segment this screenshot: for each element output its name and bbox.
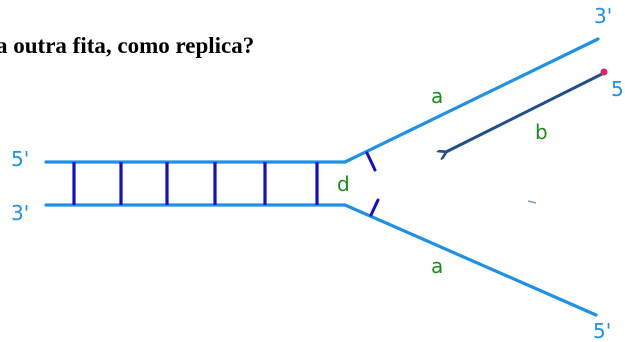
question-heading: a outra fita, como replica?	[0, 33, 255, 58]
left-bottom-end-label: 3'	[11, 201, 29, 225]
new-strand-arrow	[446, 71, 606, 152]
lower-template-strand	[343, 203, 598, 317]
new-strand-letter: b	[535, 120, 548, 144]
upper-right-end-label: 3'	[594, 4, 612, 28]
lower-strand-letter: a	[431, 254, 443, 278]
base-pair-rungs	[72, 162, 319, 205]
fork-mark-lower	[369, 198, 380, 217]
upper-strand-letter: a	[431, 84, 443, 108]
fork-mark-upper	[365, 151, 377, 172]
fork-letter: d	[337, 172, 350, 196]
lower-right-end-label: 5'	[593, 319, 611, 342]
new-strand-origin-dot	[600, 68, 608, 76]
stray-mark	[527, 200, 537, 204]
upper-template-strand	[343, 37, 600, 164]
new-strand-end-label: 5	[611, 77, 624, 101]
left-top-end-label: 5'	[11, 147, 29, 171]
